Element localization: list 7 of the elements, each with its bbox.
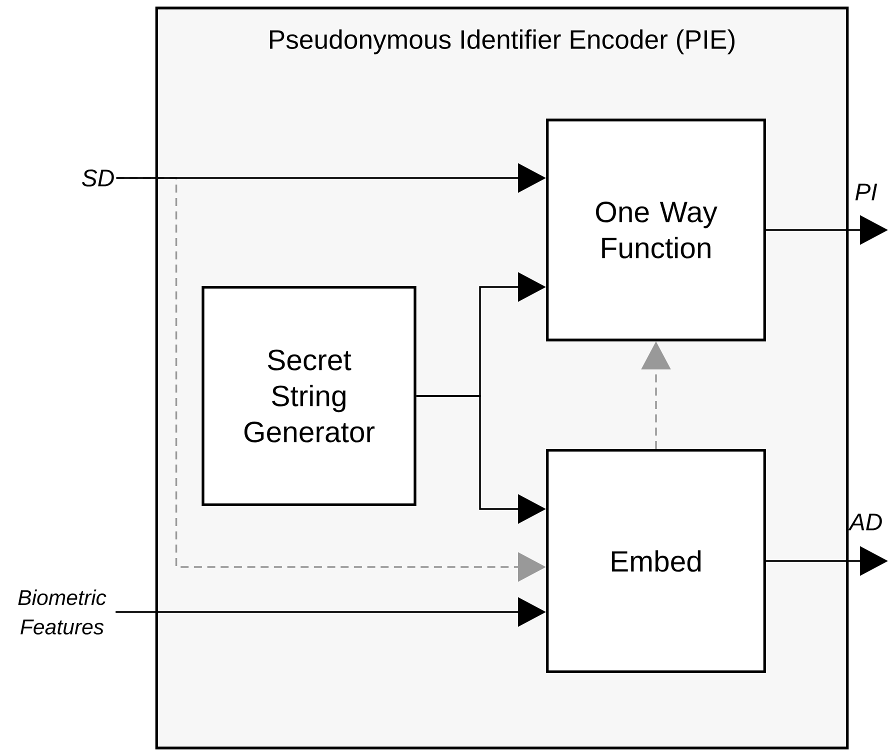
embed-box: Embed bbox=[546, 449, 766, 674]
input-label: SD bbox=[82, 170, 114, 186]
generator-box: Secret String Generator bbox=[202, 286, 416, 506]
input-label: Biometric Features bbox=[18, 590, 106, 634]
function-box: One Way Function bbox=[546, 118, 766, 342]
edge-label: PI bbox=[855, 184, 878, 200]
edge-label: AD bbox=[848, 514, 882, 530]
